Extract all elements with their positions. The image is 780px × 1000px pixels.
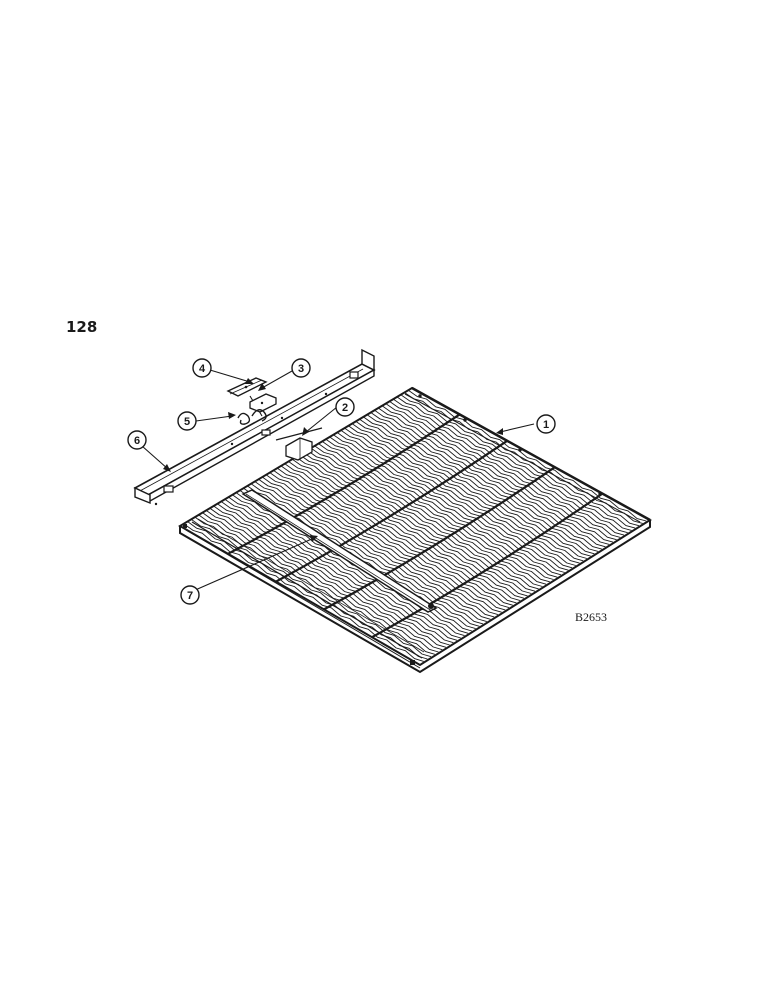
louver-row — [389, 401, 628, 534]
louver-row — [351, 423, 591, 557]
callout-1: 1 — [536, 414, 556, 434]
louver-row — [336, 432, 576, 566]
louver-row — [318, 443, 558, 578]
callout-3: 3 — [291, 358, 311, 378]
divider-rib — [227, 413, 461, 555]
louver-row — [224, 498, 465, 637]
callout-leaders — [141, 369, 535, 592]
callout-6: 6 — [127, 430, 147, 450]
louver-row — [254, 481, 495, 618]
svg-text:7: 7 — [187, 590, 193, 602]
louver-row — [340, 429, 580, 564]
louver-row — [209, 507, 450, 646]
svg-text:5: 5 — [184, 416, 190, 428]
louver-row — [393, 398, 632, 531]
svg-text:2: 2 — [342, 402, 348, 414]
louver-row — [299, 454, 539, 590]
louver-row — [385, 403, 625, 536]
louver-row — [213, 505, 454, 644]
louver-row — [344, 427, 584, 562]
louver-row — [247, 485, 487, 623]
svg-text:4: 4 — [199, 363, 206, 375]
louver-row — [187, 521, 428, 660]
louver-row — [348, 425, 588, 559]
louver-row — [280, 465, 521, 602]
support-bracket — [275, 427, 323, 461]
louver-row — [359, 418, 599, 552]
louver-row — [265, 474, 506, 611]
louver-row — [295, 456, 536, 592]
louver-row — [363, 416, 602, 550]
louver-row — [381, 405, 621, 538]
louver-row — [250, 483, 491, 620]
louver-row — [355, 421, 595, 555]
louver-row — [217, 503, 458, 641]
louver-row — [306, 449, 547, 585]
louver-row — [374, 409, 614, 543]
louver-row — [269, 472, 510, 609]
divider-rib — [323, 466, 556, 611]
louver-row — [284, 463, 525, 599]
callout-5: 5 — [177, 411, 197, 431]
louver-row — [277, 467, 517, 604]
adjusting-rod — [241, 489, 438, 613]
louver-row — [288, 461, 528, 597]
figure-code: B2653 — [575, 610, 607, 624]
callout-2: 2 — [335, 397, 355, 417]
louver-row — [258, 478, 499, 616]
louver-row — [303, 452, 543, 587]
callout-4: 4 — [192, 358, 212, 378]
louver-row — [396, 396, 636, 529]
svg-text:1: 1 — [543, 419, 549, 431]
louver-row — [292, 458, 532, 594]
support-channel — [133, 348, 376, 506]
louver-row — [370, 412, 610, 545]
louver-row — [310, 447, 550, 583]
louver-row — [329, 436, 569, 571]
louver-row — [183, 523, 424, 662]
louver-row — [190, 518, 432, 658]
page-number: 128 — [66, 318, 97, 336]
louver-row — [205, 510, 447, 648]
louver-row — [408, 389, 647, 522]
spring-clip — [237, 409, 267, 425]
divider-rib — [275, 439, 508, 583]
divider-ribs — [227, 413, 604, 639]
louver-row — [202, 512, 443, 651]
louver-row — [333, 434, 573, 569]
svg-text:6: 6 — [134, 435, 140, 447]
louver-row — [325, 438, 565, 573]
louver-row — [220, 501, 461, 639]
louver-row — [321, 441, 562, 576]
louver-rows — [183, 389, 647, 662]
louver-row — [194, 516, 435, 655]
latch-bracket — [249, 393, 277, 413]
louver-row — [314, 445, 554, 580]
callout-arrowheads — [163, 378, 503, 542]
louver-row — [400, 394, 640, 527]
louver-row — [262, 476, 502, 613]
louver-row — [378, 407, 617, 541]
louver-row — [273, 470, 513, 606]
louver-row — [366, 414, 606, 548]
svg-text:3: 3 — [298, 363, 304, 375]
divider-rib — [371, 492, 604, 639]
callout-7: 7 — [180, 585, 200, 605]
louver-row — [198, 514, 439, 653]
